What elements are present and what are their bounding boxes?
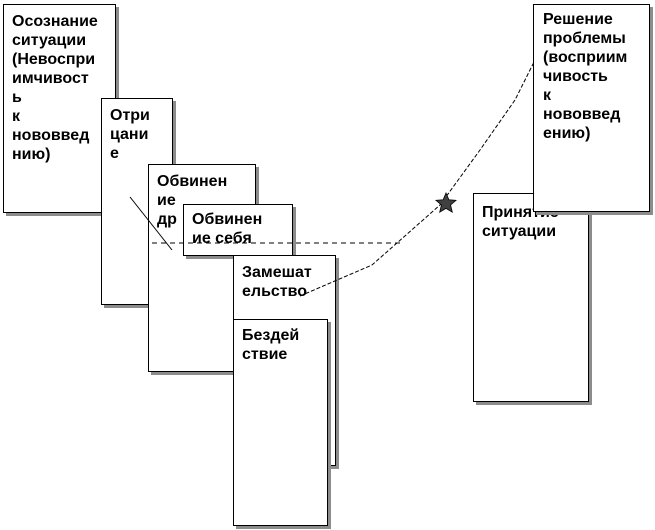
label-inaction: Бездей ствие — [242, 327, 300, 363]
label-awareness: Осознание ситуации (Невоспри имчивост ь … — [12, 13, 98, 163]
label-solution: Решение проблемы (восприим чивость к нов… — [543, 11, 628, 142]
change-curve — [299, 61, 535, 297]
diagonal-connector — [129, 196, 173, 251]
label-confusion: Замешат ельство — [242, 264, 312, 300]
card-inaction — [233, 319, 328, 526]
card-solution — [533, 4, 650, 212]
label-denial: Отри цани е — [110, 107, 150, 162]
label-blame-others: Обвинен ие др — [157, 173, 228, 228]
card-awareness — [3, 4, 116, 213]
star-icon — [435, 191, 457, 214]
card-blame-self — [183, 204, 293, 256]
card-acceptance — [473, 193, 589, 402]
